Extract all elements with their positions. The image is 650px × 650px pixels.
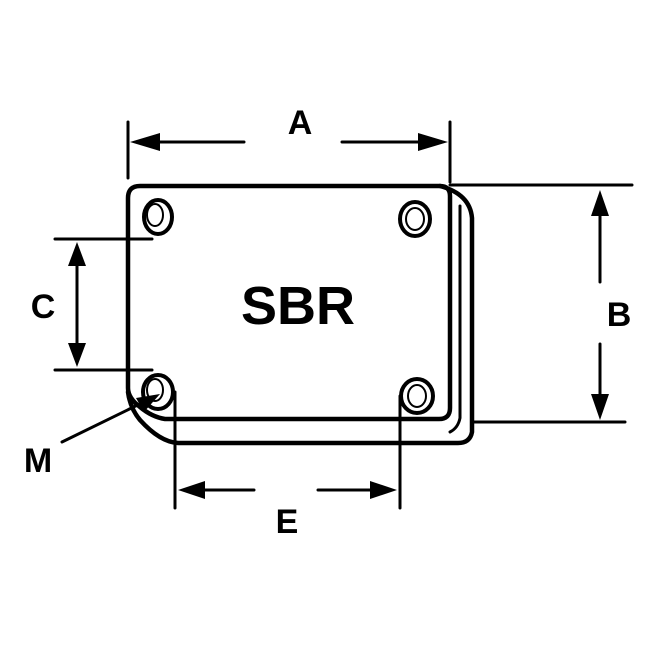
- bolt-hole-bottom-right: [399, 377, 435, 415]
- dimension-c-arrow-bottom: [68, 343, 86, 367]
- dimension-a-arrow-right: [418, 133, 448, 151]
- leader-m-label: M: [24, 442, 52, 480]
- plate-label: SBR: [241, 276, 355, 336]
- dimension-e-label: E: [276, 503, 299, 541]
- leader-m: [60, 394, 160, 444]
- plate-outline: [125, 183, 475, 446]
- dimension-c-arrow-top: [68, 242, 86, 266]
- dimension-c: [53, 237, 154, 372]
- dimension-e-arrow-left: [178, 481, 205, 499]
- dimension-a-label: A: [288, 104, 313, 142]
- dimension-b-arrow-bottom: [591, 394, 609, 420]
- bolt-hole-bottom-left: [141, 373, 175, 411]
- dimension-a: [126, 120, 452, 184]
- dimension-b: [448, 183, 634, 424]
- bolt-hole-top-left: [142, 198, 174, 236]
- dimension-e-arrow-right: [370, 481, 397, 499]
- dimension-e: [173, 390, 402, 510]
- dimension-b-label: B: [607, 296, 632, 334]
- dimension-b-arrow-top: [591, 190, 609, 216]
- dimension-a-arrow-left: [130, 133, 160, 151]
- leader-m-arrow: [136, 394, 160, 412]
- bolt-hole-top-right: [398, 200, 432, 238]
- dimension-c-label: C: [31, 288, 56, 326]
